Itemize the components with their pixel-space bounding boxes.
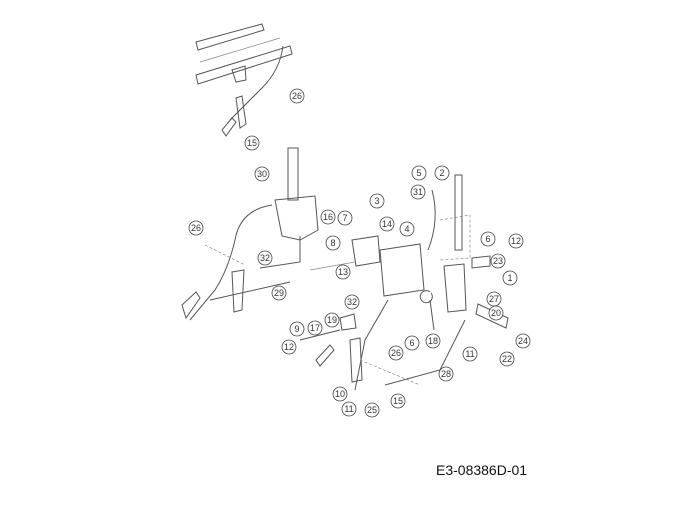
- callout-12: 12: [281, 339, 297, 355]
- svg-text:15: 15: [393, 396, 403, 406]
- callout-30: 30: [254, 166, 270, 182]
- svg-text:23: 23: [493, 256, 503, 266]
- svg-text:9: 9: [294, 324, 299, 334]
- callout-11: 11: [462, 346, 478, 362]
- svg-text:13: 13: [338, 267, 348, 277]
- svg-text:25: 25: [367, 405, 377, 415]
- callout-7: 7: [337, 210, 353, 226]
- svg-text:6: 6: [409, 338, 414, 348]
- drawing-id-label: E3-08386D-01: [436, 462, 528, 478]
- svg-text:7: 7: [342, 213, 347, 223]
- callouts: 26 15 30 16 7 26 32 29 3 14 8 4 13 5 2 3…: [188, 88, 531, 418]
- svg-text:2: 2: [439, 168, 444, 178]
- callout-2: 2: [434, 165, 450, 181]
- svg-text:11: 11: [344, 404, 353, 414]
- callout-8: 8: [325, 235, 341, 251]
- svg-text:4: 4: [404, 224, 409, 234]
- callout-19: 19: [324, 312, 340, 328]
- svg-text:30: 30: [257, 169, 267, 179]
- svg-text:31: 31: [413, 187, 423, 197]
- svg-text:1: 1: [507, 273, 512, 283]
- svg-text:32: 32: [260, 253, 270, 263]
- svg-text:14: 14: [382, 219, 392, 229]
- svg-text:26: 26: [191, 223, 201, 233]
- svg-text:24: 24: [518, 336, 528, 346]
- callout-28: 28: [438, 366, 454, 382]
- svg-text:32: 32: [347, 297, 357, 307]
- callout-13: 13: [335, 264, 351, 280]
- callout-16: 16: [320, 209, 336, 225]
- frame-detail: [195, 23, 293, 137]
- svg-text:6: 6: [485, 234, 490, 244]
- callout-10: 10: [332, 386, 348, 402]
- callout-23: 23: [490, 253, 506, 269]
- callout-26: 26: [388, 345, 404, 361]
- svg-text:17: 17: [310, 323, 320, 333]
- svg-text:12: 12: [284, 342, 294, 352]
- callout-26: 26: [188, 220, 204, 236]
- callout-29: 29: [271, 285, 287, 301]
- svg-text:12: 12: [511, 236, 521, 246]
- left-control-assembly: [181, 147, 356, 321]
- callout-3: 3: [369, 193, 385, 209]
- callout-26: 26: [289, 88, 305, 104]
- callout-17: 17: [307, 320, 323, 336]
- callout-18: 18: [425, 333, 441, 349]
- callout-25: 25: [364, 402, 380, 418]
- svg-text:20: 20: [491, 308, 501, 318]
- callout-20: 20: [488, 305, 504, 321]
- callout-15: 15: [390, 393, 406, 409]
- svg-text:19: 19: [327, 315, 337, 325]
- svg-text:28: 28: [441, 369, 451, 379]
- callout-6: 6: [404, 335, 420, 351]
- callout-15: 15: [244, 135, 260, 151]
- svg-text:18: 18: [428, 336, 438, 346]
- callout-11: 11: [341, 401, 357, 417]
- svg-text:3: 3: [374, 196, 379, 206]
- callout-1: 1: [502, 270, 518, 286]
- callout-32: 32: [257, 250, 273, 266]
- callout-31: 31: [410, 184, 426, 200]
- callout-22: 22: [499, 351, 515, 367]
- svg-text:27: 27: [489, 294, 499, 304]
- center-right-assembly: [299, 174, 509, 391]
- callout-5: 5: [411, 165, 427, 181]
- callout-4: 4: [399, 221, 415, 237]
- callout-14: 14: [379, 216, 395, 232]
- svg-text:29: 29: [274, 288, 284, 298]
- callout-9: 9: [289, 321, 305, 337]
- callout-32: 32: [344, 294, 360, 310]
- callout-27: 27: [486, 291, 502, 307]
- svg-text:10: 10: [335, 389, 345, 399]
- svg-text:11: 11: [465, 349, 474, 359]
- svg-text:26: 26: [391, 348, 401, 358]
- callout-24: 24: [515, 333, 531, 349]
- svg-text:15: 15: [247, 138, 257, 148]
- svg-text:26: 26: [292, 91, 302, 101]
- svg-text:16: 16: [323, 212, 333, 222]
- svg-text:5: 5: [416, 168, 421, 178]
- svg-text:8: 8: [330, 238, 335, 248]
- callout-6: 6: [480, 231, 496, 247]
- svg-text:22: 22: [502, 354, 512, 364]
- callout-12: 12: [508, 233, 524, 249]
